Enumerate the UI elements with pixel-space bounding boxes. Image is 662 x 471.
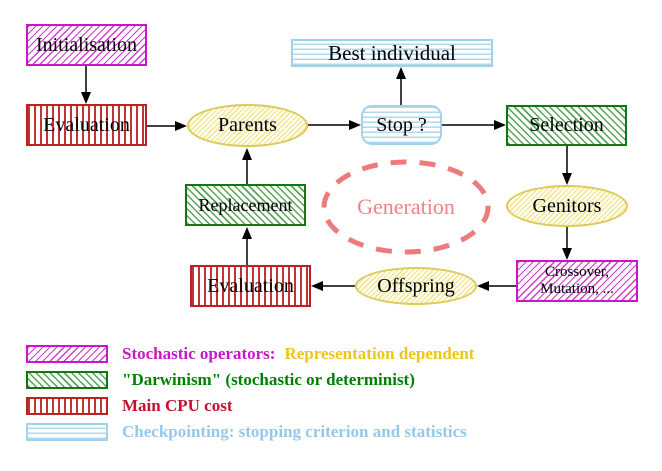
- node-initialisation: Initialisation: [26, 24, 147, 66]
- legend-row-checkpointing: Checkpointing: stopping criterion and st…: [26, 422, 467, 441]
- node-parents: Parents: [187, 104, 308, 147]
- legend-label-cpu-cost: Main CPU cost: [122, 396, 233, 415]
- node-crossover-mutation: Crossover, Mutation, ...: [516, 260, 638, 302]
- legend-swatch-checkpointing: [26, 423, 108, 441]
- legend-row-stochastic: Stochastic operators: Representation dep…: [26, 344, 475, 363]
- node-offspring: Offspring: [355, 267, 477, 305]
- legend-label-representation: Representation dependent: [284, 344, 475, 363]
- node-replacement: Replacement: [185, 184, 306, 226]
- node-selection: Selection: [506, 105, 627, 146]
- node-stop-test: Stop ?: [361, 105, 442, 145]
- legend-swatch-cpu-cost: [26, 397, 108, 415]
- node-best-individual: Best individual: [291, 39, 493, 67]
- legend-swatch-stochastic-operators: [26, 345, 108, 363]
- crossover-line1: Crossover,: [545, 264, 609, 280]
- node-evaluation-bottom: Evaluation: [190, 265, 311, 307]
- legend-label-darwinism: "Darwinism" (stochastic or determinist): [122, 370, 415, 389]
- legend-row-darwinism: "Darwinism" (stochastic or determinist): [26, 370, 415, 389]
- legend-label-checkpointing: Checkpointing: stopping criterion and st…: [122, 422, 467, 441]
- crossover-line2: Mutation, ...: [540, 281, 614, 297]
- legend-row-cpu-cost: Main CPU cost: [26, 396, 233, 415]
- legend-swatch-darwinism: [26, 371, 108, 389]
- legend-label-stochastic: Stochastic operators:: [122, 344, 276, 363]
- node-genitors: Genitors: [506, 185, 628, 227]
- generation-label: Generation: [357, 194, 455, 219]
- node-evaluation-top: Evaluation: [26, 104, 147, 146]
